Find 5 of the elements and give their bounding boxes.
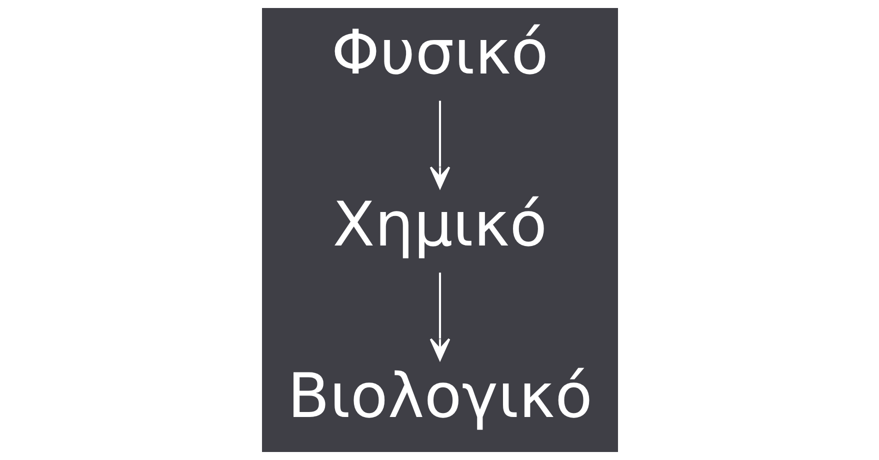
node-text: Χημικό bbox=[332, 189, 547, 260]
arrow bbox=[429, 100, 450, 189]
arrow bbox=[429, 272, 450, 361]
node-text: Φυσικό bbox=[330, 17, 548, 88]
node-text: Βιολογικό bbox=[286, 361, 592, 432]
